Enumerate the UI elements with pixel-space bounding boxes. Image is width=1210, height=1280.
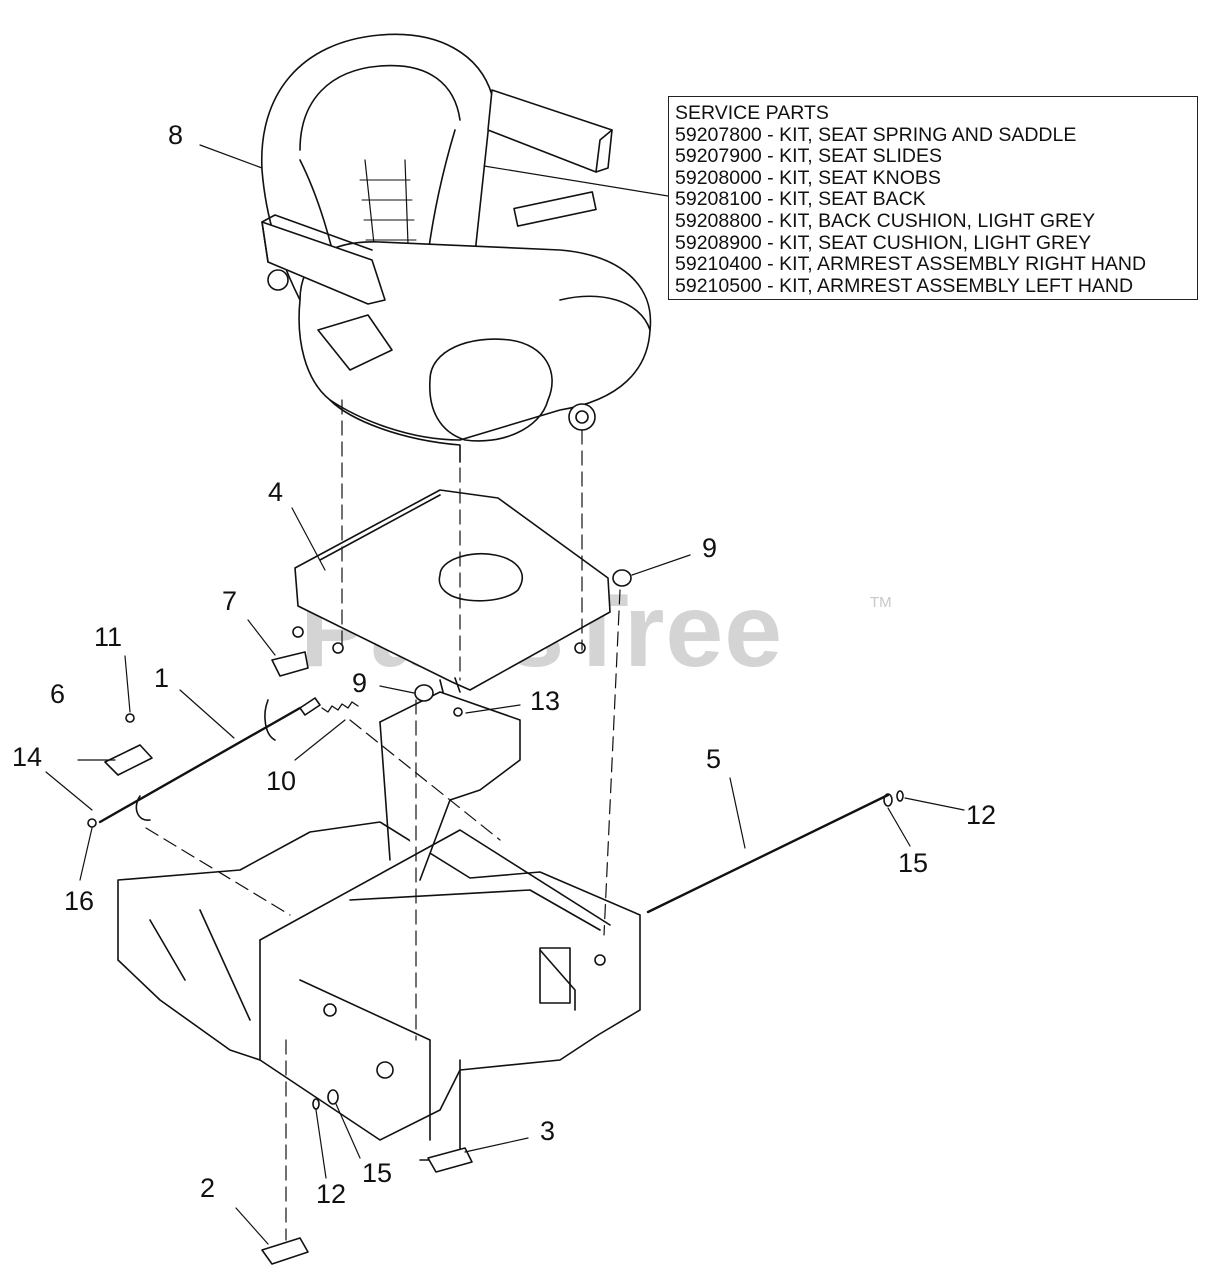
callout-15: 15 xyxy=(362,1158,393,1188)
callout-14: 14 xyxy=(12,742,43,772)
callout-9: 9 xyxy=(702,533,718,563)
callout-9: 9 xyxy=(352,668,368,698)
bushing-9-left xyxy=(414,684,434,702)
callout-3: 3 xyxy=(540,1116,556,1146)
service-part-item: 59207900 - KIT, SEAT SLIDES xyxy=(675,145,943,168)
callout-2: 2 xyxy=(200,1173,216,1203)
callout-4: 4 xyxy=(268,477,284,507)
clip-2 xyxy=(261,1237,309,1265)
callout-13: 13 xyxy=(530,686,561,716)
callout-6: 6 xyxy=(50,679,66,709)
bracket-7 xyxy=(271,651,309,677)
seat-assembly xyxy=(261,33,652,463)
clip-3 xyxy=(427,1147,473,1173)
trademark-mark: TM xyxy=(870,594,892,611)
callout-5: 5 xyxy=(706,744,722,774)
service-part-item: 59208900 - KIT, SEAT CUSHION, LIGHT GREY xyxy=(675,231,1092,254)
service-parts-heading: SERVICE PARTS xyxy=(675,102,829,124)
leader-lines xyxy=(45,144,965,1245)
service-part-item: 59210500 - KIT, ARMREST ASSEMBLY LEFT HA… xyxy=(675,274,1134,297)
callout-10: 10 xyxy=(266,766,297,796)
bracket-6 xyxy=(104,744,153,776)
callout-1: 1 xyxy=(154,663,170,693)
clip-12-lower xyxy=(312,1098,320,1110)
service-part-item: 59210400 - KIT, ARMREST ASSEMBLY RIGHT H… xyxy=(675,253,1147,276)
callout-15: 15 xyxy=(898,848,929,878)
callout-12: 12 xyxy=(316,1179,347,1209)
callout-11: 11 xyxy=(94,622,123,652)
callout-16: 16 xyxy=(64,886,95,916)
callout-8: 8 xyxy=(168,120,184,150)
service-part-item: 59208000 - KIT, SEAT KNOBS xyxy=(675,166,941,189)
washer-15-lower xyxy=(327,1089,339,1105)
nut-13 xyxy=(453,707,463,717)
callout-7: 7 xyxy=(222,586,238,616)
pin-16 xyxy=(87,818,97,828)
callout-12: 12 xyxy=(966,800,997,830)
service-parts-box: SERVICE PARTS 59207800 - KIT, SEAT SPRIN… xyxy=(668,96,1198,300)
bushing-9-right xyxy=(612,569,632,587)
pivot-rod xyxy=(646,790,904,914)
screw-11 xyxy=(125,713,135,723)
mower-frame xyxy=(117,691,641,1161)
service-part-item: 59208100 - KIT, SEAT BACK xyxy=(675,188,926,211)
service-part-item: 59208800 - KIT, BACK CUSHION, LIGHT GREY xyxy=(675,209,1096,232)
service-part-item: 59207800 - KIT, SEAT SPRING AND SADDLE xyxy=(675,123,1077,146)
bolt-7 xyxy=(292,626,304,638)
assembly-lines xyxy=(145,399,621,1241)
seat-rod xyxy=(98,697,359,824)
seat-mounting-plate xyxy=(294,489,611,701)
